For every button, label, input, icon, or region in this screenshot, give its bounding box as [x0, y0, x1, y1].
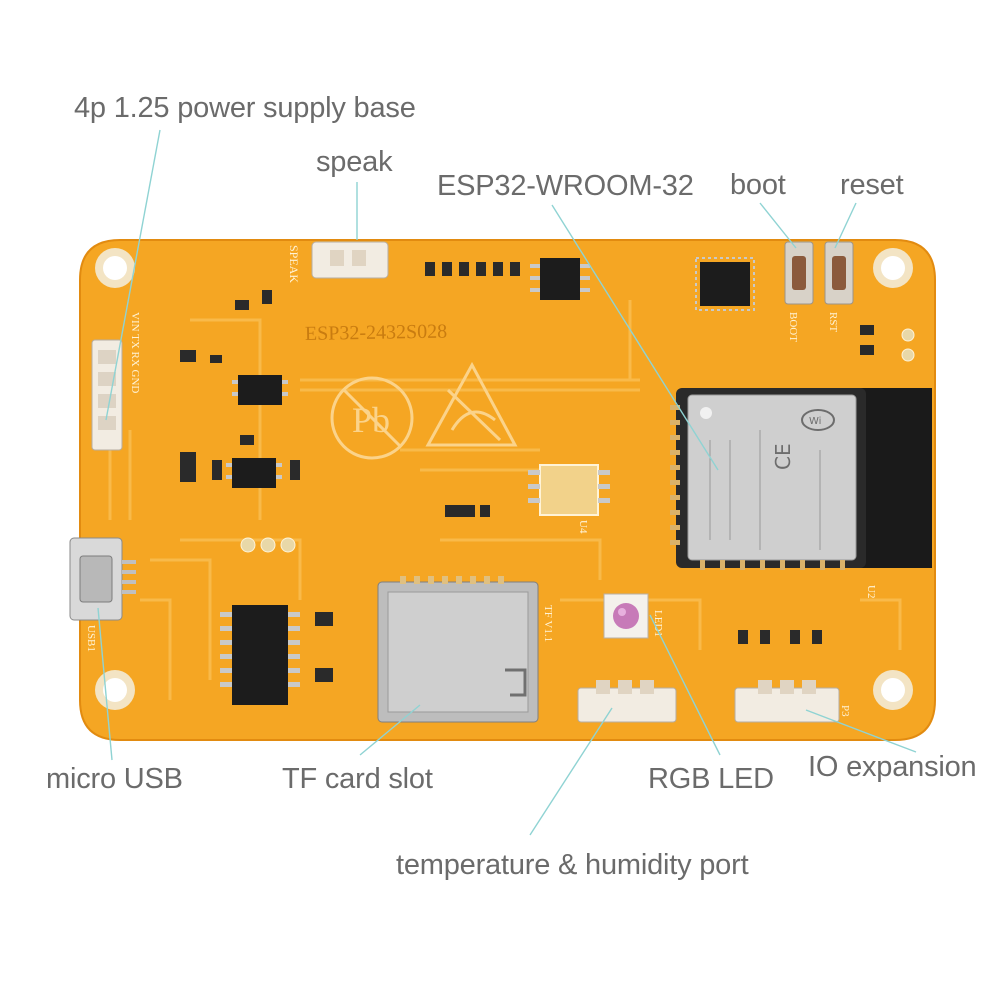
led-label: LED1	[652, 610, 664, 637]
tf-card-slot	[377, 576, 539, 723]
svg-text:CE: CE	[771, 443, 795, 470]
tf-version-label: TF V1.1	[542, 605, 554, 642]
boot-button	[784, 241, 814, 305]
temp-humidity-port	[577, 680, 677, 723]
ic-regulator-2	[226, 458, 282, 488]
mounting-holes	[95, 248, 913, 710]
callout-rgb-led: RGB LED	[648, 763, 774, 795]
pads	[240, 328, 915, 553]
p3-label: P3	[839, 705, 851, 717]
callout-io-expansion: IO expansion	[808, 751, 977, 783]
ic-qfn	[695, 257, 755, 311]
callout-tf-slot: TF card slot	[282, 763, 433, 795]
callout-module: ESP32-WROOM-32	[437, 170, 694, 202]
callout-power-base: 4p 1.25 power supply base	[74, 92, 416, 124]
wifi-icon: Wi	[801, 409, 835, 431]
pb-mark: Pb	[352, 400, 390, 440]
p1-pin-labels: VIN TX RX GND	[129, 312, 141, 393]
ce-mark-icon: CE	[771, 443, 795, 470]
rst-label: RST	[827, 312, 839, 332]
micro-usb-port	[69, 537, 136, 621]
callout-boot: boot	[730, 169, 786, 201]
speak-label: SPEAK	[287, 245, 301, 283]
lead-free-icon: Pb	[330, 376, 414, 460]
rgb-led	[603, 593, 649, 639]
board-name-label: ESP32-2432S028	[305, 321, 448, 345]
esd-warning-icon	[425, 361, 518, 447]
ic-u4	[528, 464, 610, 516]
callout-speak: speak	[316, 146, 393, 178]
u2-label: U2	[865, 585, 877, 598]
speaker-connector	[311, 241, 389, 279]
usb-label: USB1	[85, 625, 97, 652]
callout-micro-usb: micro USB	[46, 763, 183, 795]
ic-regulator-1	[232, 375, 288, 405]
boot-label: BOOT	[787, 312, 799, 342]
leader-lines	[97, 129, 917, 836]
svg-text:Wi: Wi	[809, 416, 821, 427]
reset-button	[824, 241, 854, 305]
power-connector	[91, 339, 123, 451]
esp32-module: Wi CE	[670, 388, 932, 570]
passive-components	[180, 262, 874, 682]
ic-usb-serial	[220, 605, 300, 705]
ic-audio-amp	[530, 258, 590, 300]
callout-temp-port: temperature & humidity port	[396, 849, 749, 881]
u4-label: U4	[577, 520, 589, 534]
io-expansion-port	[734, 680, 840, 723]
callout-reset: reset	[840, 169, 904, 201]
